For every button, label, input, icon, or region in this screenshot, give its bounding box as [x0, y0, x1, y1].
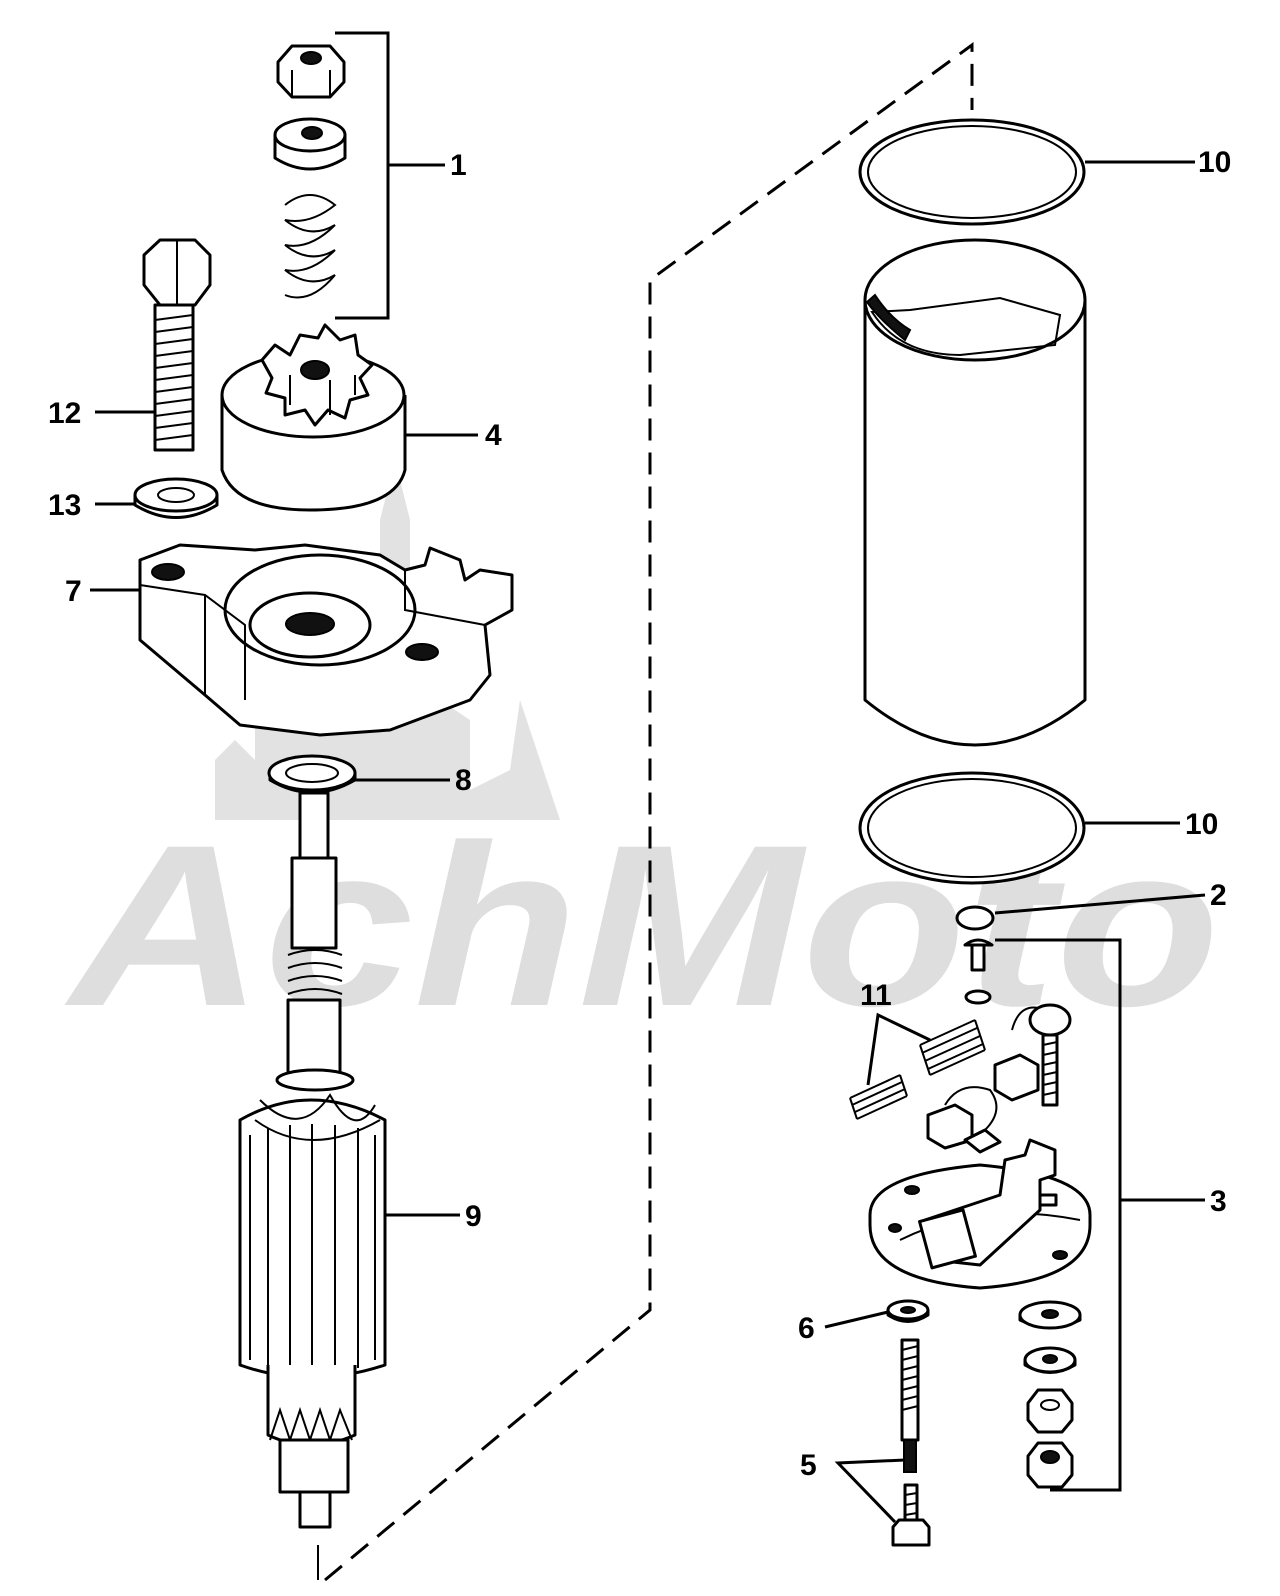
part-13-washer [133, 477, 219, 519]
part-1-nut-spacer-spring [273, 44, 347, 299]
callout-1: 1 [450, 149, 467, 182]
callout-2: 2 [1210, 879, 1227, 912]
part-4-drive-pinion [220, 323, 407, 512]
part-7-drive-end-cap [138, 543, 514, 737]
part-2-cap-plug [955, 905, 995, 931]
callout-4: 4 [485, 419, 502, 452]
callout-5: 5 [800, 1449, 817, 1482]
callout-7: 7 [65, 575, 82, 608]
part-5-terminal-studs [891, 1338, 931, 1547]
part-11-brush-springs [849, 1019, 986, 1120]
part-3-brush-plate-assembly [868, 938, 1092, 1489]
part-9-armature [238, 791, 387, 1529]
callout-9: 9 [465, 1200, 482, 1233]
part-12-bolt [142, 238, 212, 452]
part-10-o-ring-bottom [858, 771, 1086, 885]
part-10-o-ring-top [858, 118, 1086, 226]
callout-6: 6 [798, 1312, 815, 1345]
frame-housing [863, 238, 1087, 747]
callout-10-top: 10 [1198, 146, 1231, 179]
callout-3: 3 [1210, 1185, 1227, 1218]
callout-8: 8 [455, 764, 472, 797]
callout-10-bottom: 10 [1185, 808, 1218, 841]
part-8-thrust-washer [267, 754, 357, 794]
callout-12: 12 [48, 397, 81, 430]
part-6-washer [886, 1299, 930, 1323]
assembly-guide-line [324, 42, 974, 1582]
callout-11: 11 [860, 979, 892, 1012]
callout-13: 13 [48, 489, 81, 522]
